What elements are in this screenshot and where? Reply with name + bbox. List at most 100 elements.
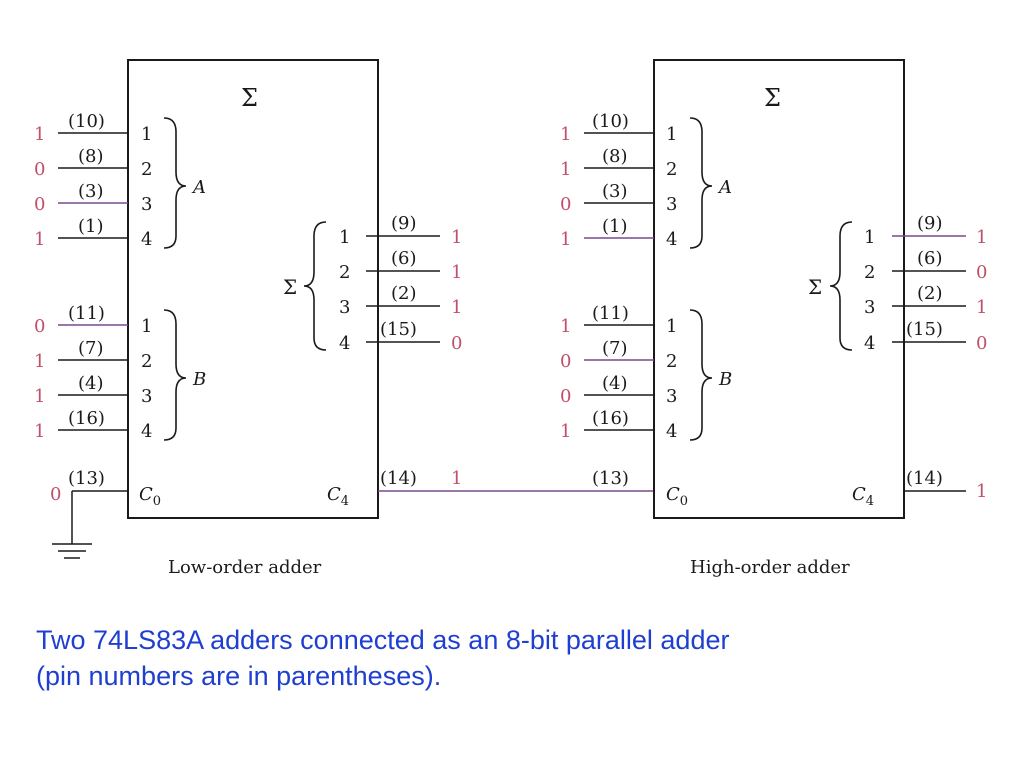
low-a-inputs: 1 0 0 1 (10) (8) (3) (1) 1 2 3 4 A [34,111,206,250]
low-b-label: B [192,369,206,390]
low-b-inputs: 0 1 1 1 (11) (7) (4) (16) 1 2 3 4 B [34,303,206,442]
low-a-bit-4: 1 [34,229,45,250]
high-b-brace [689,309,713,441]
high-a-index-1: 1 [666,124,677,145]
high-b-pin-1: (11) [592,303,629,324]
low-a-bit-3: 0 [34,194,45,215]
low-b-pin-3: (4) [78,373,104,394]
low-b-bit-3: 1 [34,386,45,407]
low-carry-out-bit: 1 [451,468,462,489]
high-sum-pin-3: (2) [917,283,943,304]
low-b-index-4: 4 [141,421,152,442]
low-adder-title: Low-order adder [168,557,322,578]
high-a-index-4: 4 [666,229,677,250]
high-sum-outputs: 1 2 3 4 (9) (6) (2) (15) 1 0 1 0 Σ [808,213,987,354]
low-sum-outputs: 1 2 3 4 (9) (6) (2) (15) 1 1 1 0 Σ [283,213,462,354]
high-carry: (13) C0 C4 (14) 1 [592,468,987,509]
high-a-bit-3: 0 [560,194,571,215]
high-b-pin-2: (7) [602,338,628,359]
high-order-adder: Σ 1 1 0 1 (10) (8) (3) (1) 1 2 3 4 A [560,59,987,578]
high-a-bit-4: 1 [560,229,571,250]
low-a-pin-2: (8) [78,146,104,167]
high-b-inputs: 1 0 0 1 (11) (7) (4) (16) 1 2 3 4 B [560,303,732,442]
low-adder-box [127,59,379,519]
low-b-pin-1: (11) [68,303,105,324]
low-a-bit-1: 1 [34,124,45,145]
low-a-index-3: 3 [141,194,152,215]
high-b-pin-4: (16) [592,408,629,429]
low-carry-in-label: C0 [139,484,161,509]
high-b-index-1: 1 [666,316,677,337]
high-sum-bit-3: 1 [976,297,987,318]
low-sum-index-4: 4 [339,333,350,354]
high-b-label: B [718,369,732,390]
high-adder-title: High-order adder [690,557,850,578]
low-sum-bit-3: 1 [451,297,462,318]
high-sum-bit-1: 1 [976,227,987,248]
low-b-index-3: 3 [141,386,152,407]
low-b-brace [163,309,187,441]
low-sum-bit-1: 1 [451,227,462,248]
low-b-pin-4: (16) [68,408,105,429]
low-a-bit-2: 0 [34,159,45,180]
low-a-pin-4: (1) [78,216,104,237]
low-a-index-1: 1 [141,124,152,145]
low-sum-index-3: 3 [339,297,350,318]
caption-line-1: Two 74LS83A adders connected as an 8-bit… [36,625,730,655]
low-b-index-1: 1 [141,316,152,337]
high-b-bit-3: 0 [560,386,571,407]
low-carry-out-label: C4 [327,484,349,509]
high-b-bit-2: 0 [560,351,571,372]
high-a-brace [689,117,713,249]
high-sum-index-4: 4 [864,333,875,354]
low-adder-sigma: Σ [241,84,258,112]
high-sum-brace [829,221,853,351]
high-a-pin-1: (10) [592,111,629,132]
figure-caption: Two 74LS83A adders connected as an 8-bit… [36,622,996,694]
low-a-pin-1: (10) [68,111,105,132]
high-a-index-2: 2 [666,159,677,180]
high-a-bit-2: 1 [560,159,571,180]
high-sum-index-1: 1 [864,227,875,248]
parallel-adder-diagram: Σ 1 0 0 1 (10) (8) (3) (1) 1 2 3 4 A [34,59,987,578]
low-sum-index-2: 2 [339,262,350,283]
high-sum-pin-2: (6) [917,248,943,269]
high-carry-out-label: C4 [852,484,874,509]
high-sum-bit-4: 0 [976,333,987,354]
low-b-pin-2: (7) [78,338,104,359]
high-carry-in-pin: (13) [592,468,629,489]
high-a-inputs: 1 1 0 1 (10) (8) (3) (1) 1 2 3 4 A [560,111,732,250]
low-carry-in-pin: (13) [68,468,105,489]
low-sum-bit-4: 0 [451,333,462,354]
high-a-bit-1: 1 [560,124,571,145]
low-sum-brace [303,221,327,351]
high-sum-pin-4: (15) [906,319,943,340]
low-sum-index-1: 1 [339,227,350,248]
high-a-pin-2: (8) [602,146,628,167]
low-a-pin-3: (3) [78,181,104,202]
low-b-bit-1: 0 [34,316,45,337]
high-carry-out-bit: 1 [976,481,987,502]
high-a-label: A [717,177,732,198]
high-sum-index-3: 3 [864,297,875,318]
high-a-pin-4: (1) [602,216,628,237]
high-b-pin-3: (4) [602,373,628,394]
high-b-index-4: 4 [666,421,677,442]
high-carry-out-pin: (14) [906,468,943,489]
low-carry-in-bit: 0 [50,484,61,505]
low-b-index-2: 2 [141,351,152,372]
low-b-bit-4: 1 [34,421,45,442]
high-sum-label: Σ [808,275,822,299]
low-a-brace [163,117,187,249]
low-a-index-2: 2 [141,159,152,180]
low-sum-pin-1: (9) [391,213,417,234]
low-carry: 0 (13) C0 C4 (14) 1 [50,468,654,559]
caption-line-2: (pin numbers are in parentheses). [36,661,442,691]
low-carry-out-pin: (14) [380,468,417,489]
low-a-index-4: 4 [141,229,152,250]
high-a-index-3: 3 [666,194,677,215]
high-b-bit-4: 1 [560,421,571,442]
low-a-label: A [191,177,206,198]
low-sum-label: Σ [283,275,297,299]
high-adder-box [653,59,905,519]
